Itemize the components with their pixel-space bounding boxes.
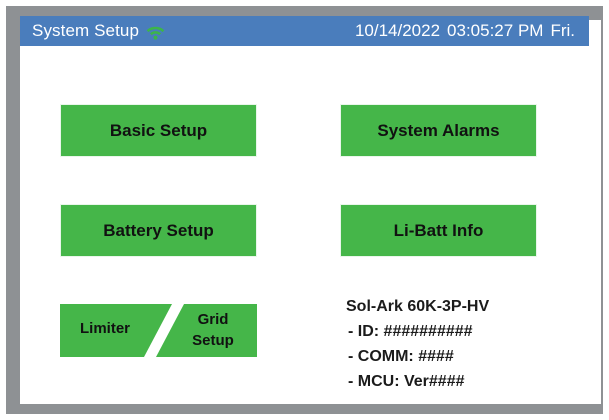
device-comm-text: - COMM: ####	[348, 348, 454, 365]
limiter-grid-setup-button[interactable]: Limiter Grid Setup	[60, 304, 257, 357]
grid-setup-label-line2: Setup	[192, 332, 234, 349]
limiter-label: Limiter	[79, 320, 130, 337]
battery-setup-button[interactable]: Battery Setup	[60, 204, 257, 257]
li-batt-info-button[interactable]: Li-Batt Info	[340, 204, 537, 257]
grid-setup-label-line1: Grid	[197, 311, 229, 328]
device-model-text: Sol-Ark 60K-3P-HV	[346, 298, 490, 315]
grid-setup-label: Grid Setup	[177, 309, 249, 351]
page-title: System Setup	[32, 21, 140, 40]
date-text: 10/14/2022	[354, 21, 441, 40]
datetime-display: 10/14/2022 03:05:27 PM Fri.	[355, 21, 575, 41]
weekday-text: Fri.	[550, 21, 575, 40]
title-bar-left-group: System Setup	[32, 21, 165, 41]
time-text: 03:05:27 PM	[447, 21, 544, 40]
device-mcu-text: - MCU: Ver####	[348, 373, 465, 390]
system-alarms-button[interactable]: System Alarms	[340, 104, 537, 157]
menu-content: Basic Setup Battery Setup Limiter Grid S…	[20, 46, 589, 392]
wifi-icon	[146, 23, 165, 40]
basic-setup-button[interactable]: Basic Setup	[60, 104, 257, 157]
device-info-block: Sol-Ark 60K-3P-HV - ID: ########## - COM…	[340, 294, 580, 394]
device-id-text: - ID: ##########	[348, 323, 473, 340]
title-bar: System Setup 10/14/2022 03:05:27 PM Fri.	[20, 16, 589, 46]
